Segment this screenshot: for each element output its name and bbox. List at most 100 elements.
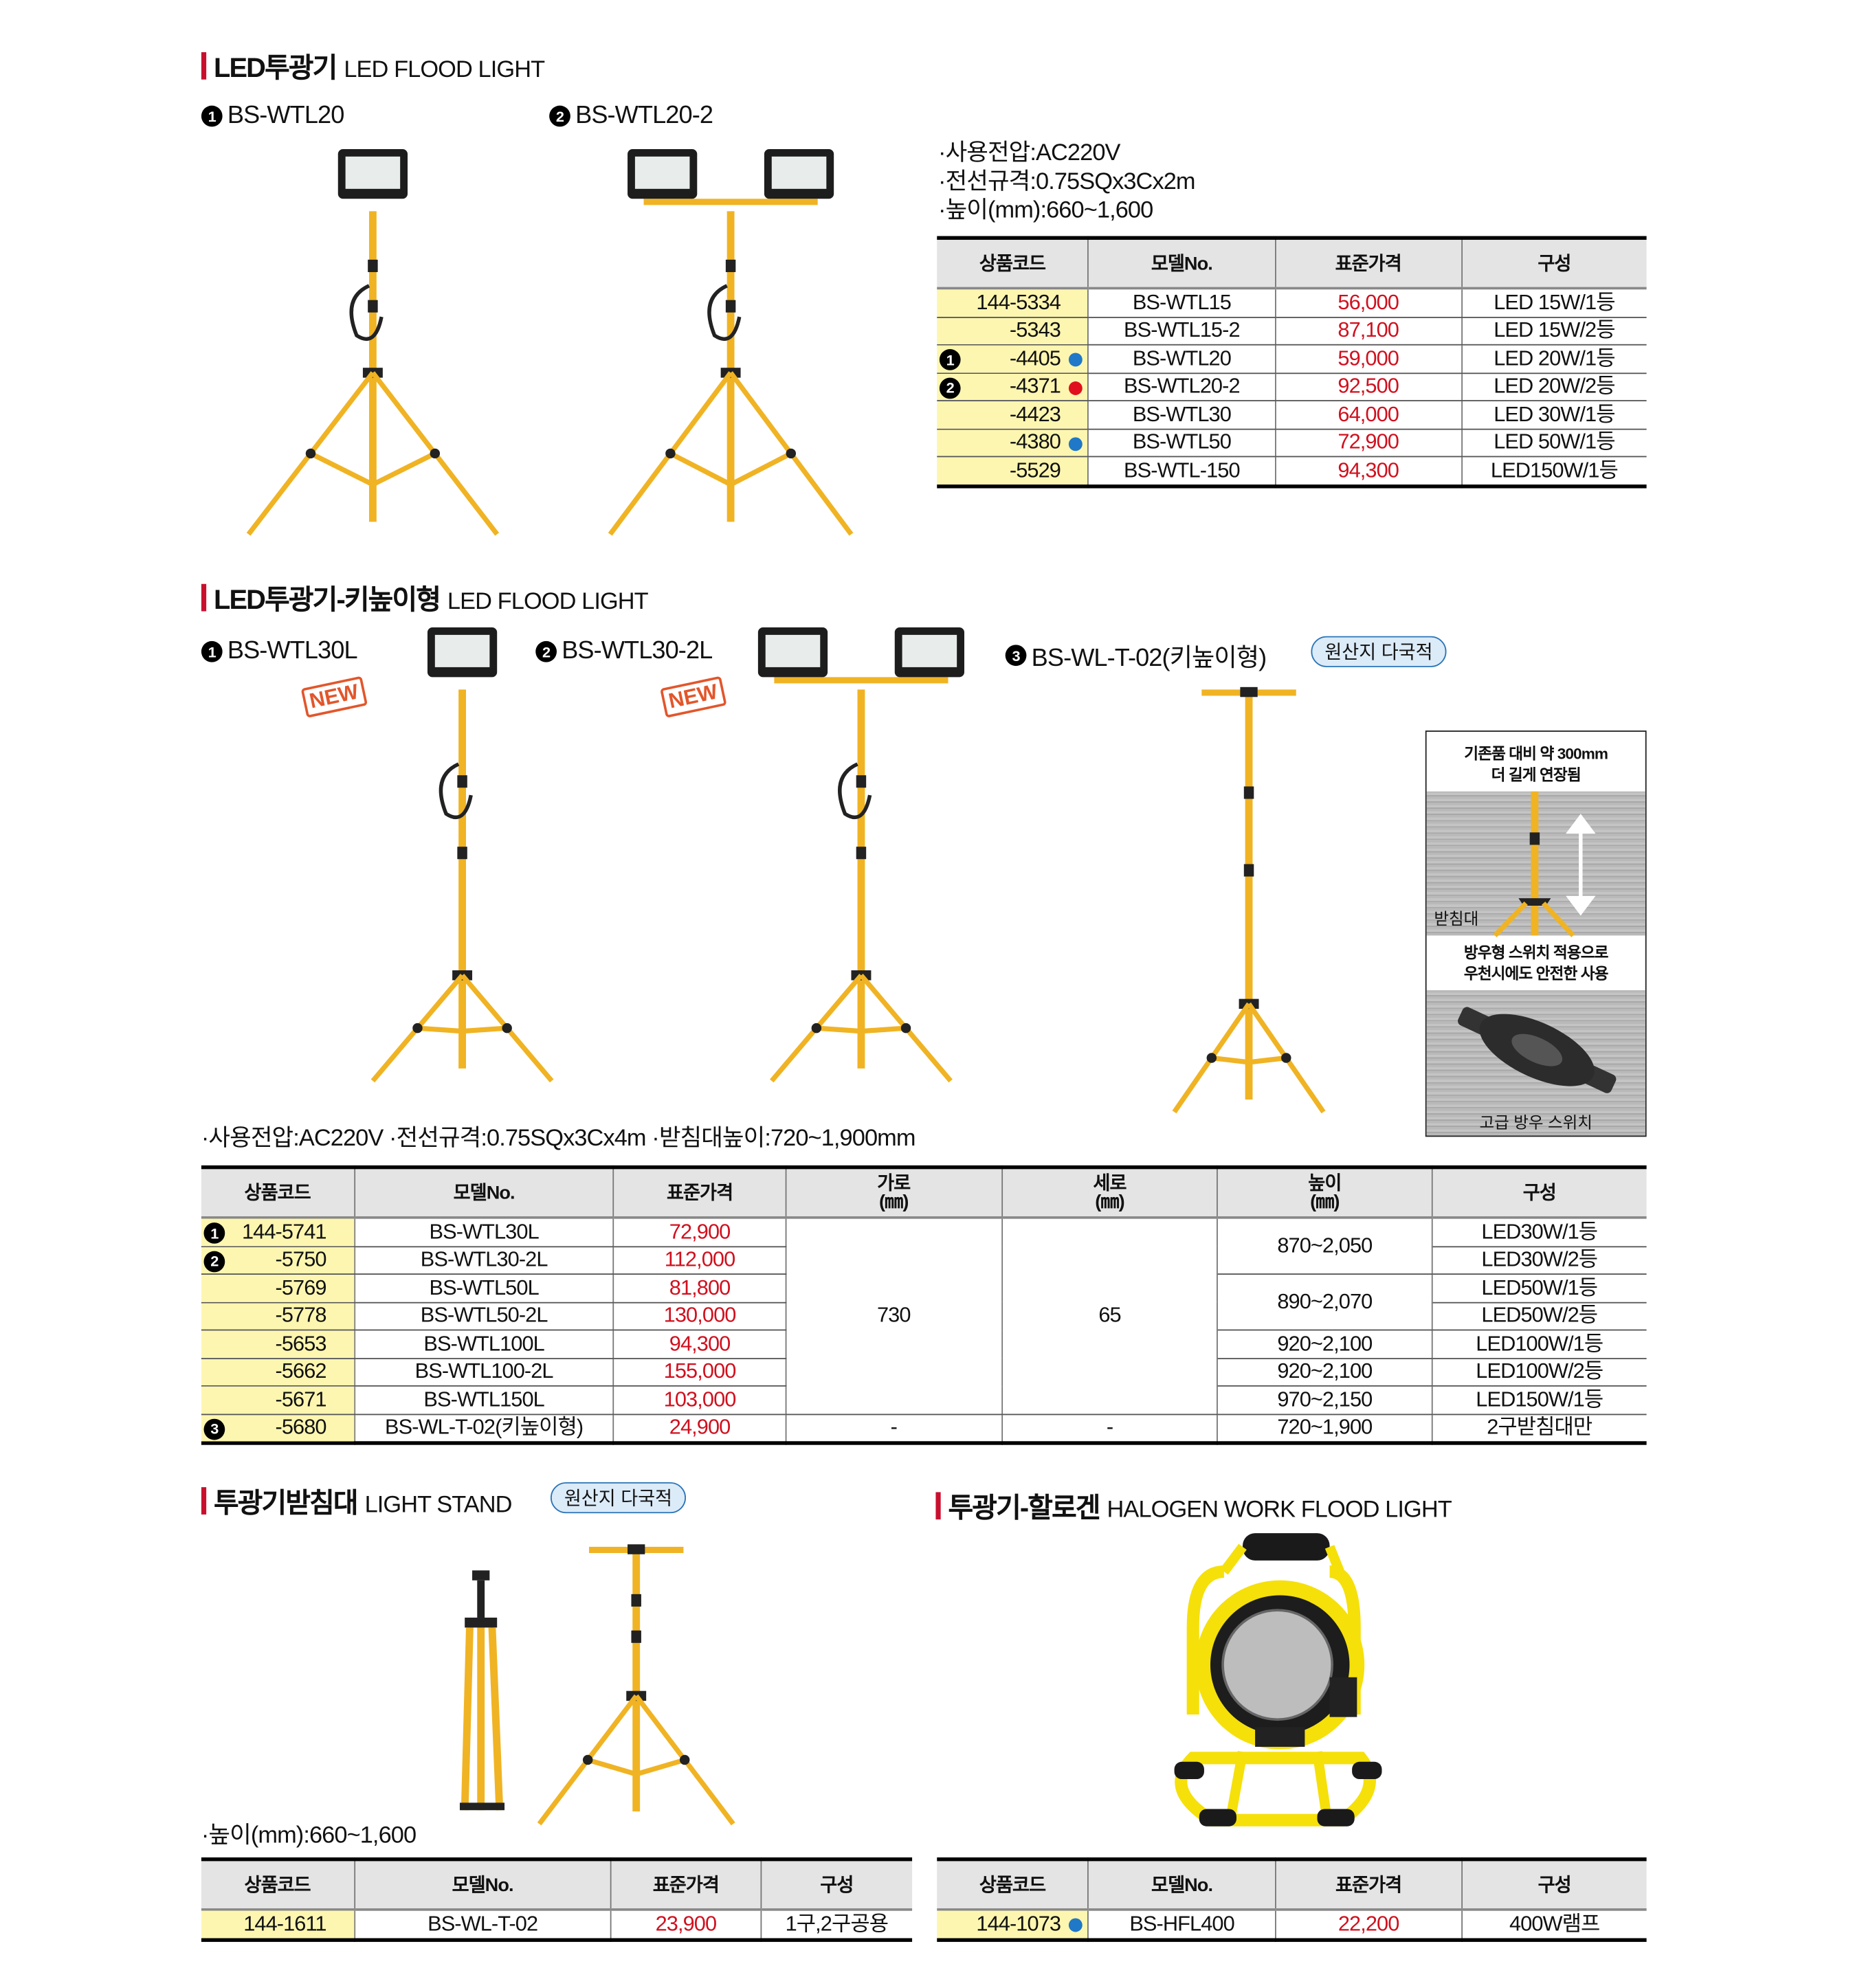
depth-cell: 65 [1001,1217,1219,1415]
model-cell: BS-WTL100L [354,1330,614,1359]
folded-stand-image [459,1570,505,1811]
title-bar [201,583,207,612]
product-code: 144-1611 [243,1912,326,1936]
column-header: 모델No. [1088,1859,1276,1911]
price-cell: 112,000 [613,1246,787,1275]
title-bar [935,1492,941,1520]
height-cell: 920~2,100 [1217,1358,1432,1387]
switch-label: 고급 방우 스위치 [1479,1113,1593,1132]
spec-height: ·높이(mm):660~1,600 [938,197,1153,224]
section-title-led-tall: LED투광기-키높이형 LED FLOOD LIGHT [201,578,649,618]
column-header: 표준가격 [613,1167,787,1219]
column-header: 구성 [1461,238,1647,290]
product-code: -5653 [275,1331,327,1356]
config-cell: LED 15W/1등 [1461,288,1647,317]
depth-cell: - [1001,1414,1219,1444]
model-name: BS-WTL30-2L [562,637,713,665]
product-code: -4423 [1009,402,1061,426]
column-header: 표준가격 [1275,238,1463,290]
code-cell: -4371 2 [937,372,1089,401]
product-code: 144-5741 [241,1220,327,1244]
origin-badge: 원산지 다국적 [550,1482,686,1514]
number-badge: 3 [1005,645,1027,667]
title-ko: 투광기-할로겐 [948,1492,1101,1523]
config-cell: LED 20W/2등 [1461,372,1647,401]
title-en: LED FLOOD LIGHT [447,588,649,615]
title-bar [201,1487,207,1515]
config-cell: LED30W/2등 [1432,1246,1647,1275]
width-cell: - [786,1414,1003,1444]
code-cell: -5778 [201,1302,355,1331]
model-cell: BS-WTL30L [354,1217,614,1247]
extension-photo: 받침대 [1426,791,1645,937]
model-cell: BS-HFL400 [1088,1909,1276,1941]
code-cell: -5769 [201,1274,355,1303]
product-code: -4371 [1009,374,1061,399]
feature-inset: 기존품 대비 약 300mm 더 길게 연장됨 받침대 방우형 스위치 적용으로… [1425,730,1647,1137]
config-cell: LED150W/1등 [1461,456,1647,487]
status-dot [1069,436,1083,451]
price-cell: 130,000 [613,1302,787,1331]
model-name: BS-WTL20-2 [575,102,713,130]
price-cell: 24,900 [613,1414,787,1444]
column-header: 높이 (㎜) [1217,1167,1432,1219]
price-cell: 22,200 [1275,1909,1463,1941]
product-code: 144-5334 [976,290,1061,314]
product-code: 144-1073 [976,1912,1061,1936]
column-header: 구성 [760,1859,913,1911]
waterproof-switch-illustration [1458,1007,1617,1093]
model-cell: BS-WTL50-2L [354,1302,614,1331]
section-title-halogen: 투광기-할로겐 HALOGEN WORK FLOOD LIGHT [935,1486,1452,1526]
model-cell: BS-WTL50 [1088,428,1276,458]
number-badge: 1 [201,640,223,662]
title-bar [201,52,207,80]
config-cell: LED100W/1등 [1432,1330,1647,1359]
product-code: -5671 [275,1387,327,1411]
title-en: LED FLOOD LIGHT [344,57,545,84]
config-cell: LED50W/2등 [1432,1302,1647,1331]
price-cell: 59,000 [1275,344,1463,374]
number-badge: 1 [939,349,961,370]
number-badge: 2 [939,377,961,399]
column-header: 모델No. [354,1167,614,1219]
price-cell: 72,900 [1275,428,1463,458]
height-cell: 890~2,070 [1217,1274,1432,1331]
config-cell: LED 20W/1등 [1461,344,1647,374]
code-cell: -4380 [937,428,1089,458]
model-cell: BS-WTL20-2 [1088,372,1276,401]
column-header: 모델No. [354,1859,612,1911]
code-cell: -5653 [201,1330,355,1359]
status-dot [1069,381,1083,395]
model-name: BS-WTL20 [227,102,345,130]
code-cell: -5671 [201,1385,355,1415]
column-header: 상품코드 [201,1859,355,1911]
code-cell: 144-1611 [201,1909,355,1941]
price-cell: 72,900 [613,1217,787,1247]
column-header: 상품코드 [937,238,1089,290]
number-badge: 2 [203,1250,225,1272]
model-cell: BS-WTL100-2L [354,1358,614,1387]
product-code: -5662 [275,1359,327,1383]
model-cell: BS-WTL15-2 [1088,317,1276,346]
